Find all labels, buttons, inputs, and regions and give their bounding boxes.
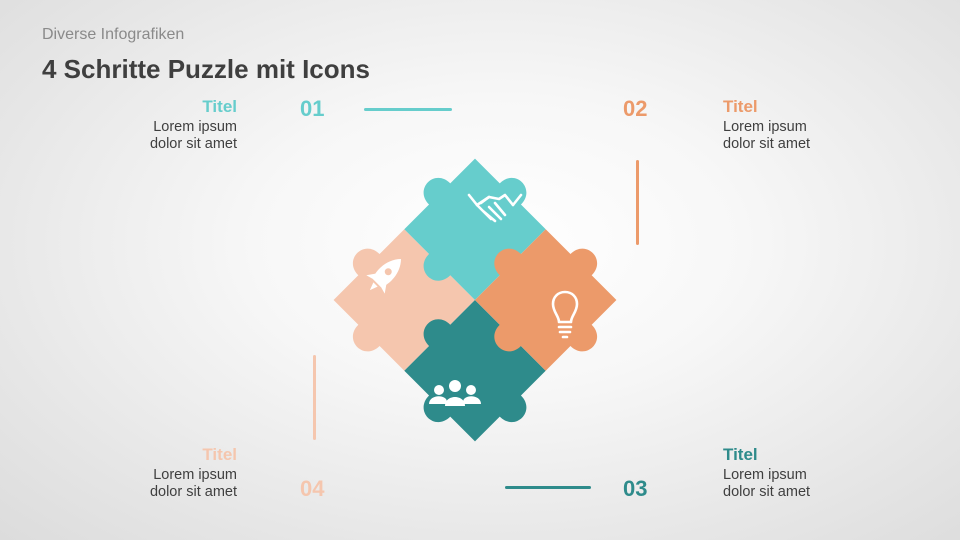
lightbulb-icon [551,290,579,339]
step-2-connector-line [636,160,639,245]
step-3-line-2: dolor sit amet [723,484,811,500]
step-2-line-2: dolor sit amet [723,136,811,152]
step-2-line-1: Lorem ipsum [723,119,807,135]
step-3-line-1: Lorem ipsum [723,467,807,483]
step-4-number: 04 [300,476,325,501]
handshake-icon [467,193,523,223]
step-3-title: Titel [723,445,758,464]
step-1-title: Titel [202,97,237,116]
people-icon [429,380,481,406]
step-1-line-2: dolor sit amet [149,136,237,152]
rocket-icon [366,259,401,294]
step-1-text: Titel Lorem ipsum dolor sit amet [37,97,237,153]
step-2-title: Titel [723,97,758,116]
step-4-title: Titel [202,445,237,464]
step-1-number: 01 [300,96,325,121]
step-4-text: Titel Lorem ipsum dolor sit amet [37,445,237,501]
step-1-connector-line [364,108,452,111]
step-3-number: 03 [623,476,648,501]
step-2-number: 02 [623,96,648,121]
step-4-line-2: dolor sit amet [149,484,237,500]
slide-subtitle: Diverse Infografiken [42,26,185,43]
step-2-text: Titel Lorem ipsum dolor sit amet [723,97,923,153]
step-3-connector-line [505,486,591,489]
step-1-line-1: Lorem ipsum [153,119,237,135]
step-4-connector-line [313,355,316,440]
step-3-text: Titel Lorem ipsum dolor sit amet [723,445,923,501]
step-4-line-1: Lorem ipsum [153,467,237,483]
slide-title: 4 Schritte Puzzle mit Icons [42,54,370,84]
